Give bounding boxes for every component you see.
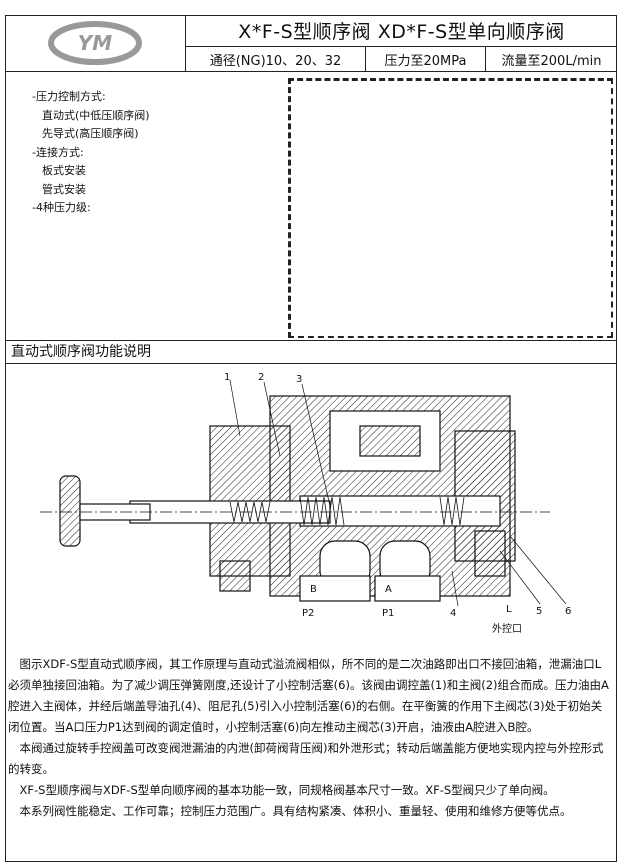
svg-text:YM: YM — [78, 31, 112, 55]
port-external-control: 外控口 — [492, 622, 522, 635]
feature-item: 先导式(高压顺序阀) — [42, 127, 139, 140]
callout-5: 5 — [536, 606, 542, 617]
spec-pressure: 压力至20MPa — [366, 47, 486, 72]
callout-6: 6 — [565, 606, 571, 617]
port-p2: P2 — [302, 608, 314, 619]
description-paragraph: 本阀通过旋转手控阀盖可改变阀泄漏油的内泄(卸荷阀背压阀)和外泄形式；转动后端盖能… — [8, 741, 604, 776]
feature-item: -压力控制方式: — [32, 90, 106, 103]
section-title: 直动式顺序阀功能说明 — [5, 340, 617, 364]
description-paragraph: XF-S型顺序阀与XDF-S型单向顺序阀的基本功能一致，同规格阀基本尺寸一致。X… — [8, 783, 555, 797]
callout-2: 2 — [258, 372, 264, 383]
port-b: B — [310, 584, 317, 595]
feature-item: -连接方式: — [32, 145, 84, 159]
port-p1: P1 — [382, 608, 394, 619]
callout-4: 4 — [450, 608, 456, 619]
description-paragraph: 图示XDF-S型直动式顺序阀，其工作原理与直动式溢流阀相似，所不同的是二次油路即… — [8, 657, 609, 734]
feature-item: 板式安装 — [42, 164, 86, 177]
spec-flow: 流量至200L/min — [486, 47, 617, 72]
callout-1: 1 — [224, 372, 230, 383]
feature-item: -4种压力级: — [32, 201, 91, 214]
page-title: X*F-S型顺序阀 XD*F-S型单向顺序阀 — [186, 15, 617, 47]
feature-list: -压力控制方式: 直动式(中低压顺序阀) 先导式(高压顺序阀) -连接方式: 板式安装管… — [32, 88, 150, 218]
feature-item: 直动式(中低压顺序阀) — [42, 108, 150, 122]
callout-3: 3 — [296, 374, 302, 385]
port-l: L — [506, 604, 512, 615]
logo: YM — [5, 15, 186, 72]
valve-cross-section-drawing: 1 2 3 4 5 6 B A P2 P1 L 外控口 — [30, 366, 610, 648]
feature-item: 管式安装 — [42, 182, 86, 196]
image-placeholder — [288, 78, 613, 338]
description: 图示XDF-S型直动式顺序阀，其工作原理与直动式溢流阀相似，所不同的是二次油路即… — [8, 654, 612, 822]
page-frame — [5, 15, 617, 862]
description-paragraph: 本系列阀性能稳定、工作可靠；控制压力范围广。具有结构紧凑、体积小、重量轻、使用和… — [8, 804, 572, 818]
spec-size: 通径(NG)10、20、32 — [186, 47, 366, 72]
port-a: A — [385, 584, 392, 595]
